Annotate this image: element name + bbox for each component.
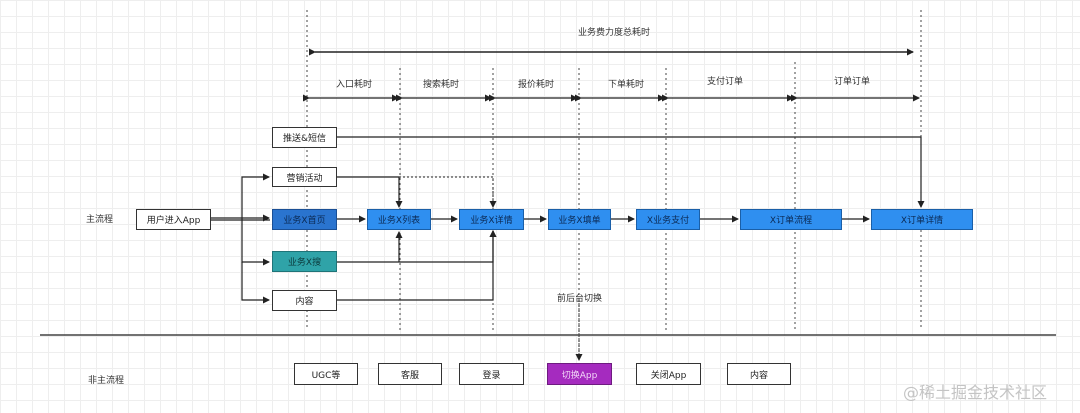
node-push-sms: 推送&短信 (272, 127, 337, 148)
node-biz-x-detail: 业务X详情 (459, 209, 524, 230)
phase-label-pay: 支付订单 (707, 77, 744, 87)
node-biz-x-list: 业务X列表 (367, 209, 431, 230)
switch-label: 前后台切换 (557, 294, 603, 304)
node-ugc: UGC等 (294, 363, 358, 385)
node-customer-service: 客服 (378, 363, 442, 385)
phase-label-order: 下单耗时 (608, 80, 645, 90)
node-close-app: 关闭App (636, 363, 701, 385)
phase-label-search: 搜索耗时 (423, 80, 460, 90)
node-login: 登录 (459, 363, 524, 385)
node-switch-app: 切换App (547, 363, 612, 385)
node-biz-x-fill: 业务X填单 (548, 209, 611, 230)
lane-label-non-main: 非主流程 (88, 376, 125, 386)
node-biz-x-home: 业务X首页 (272, 209, 337, 230)
phase-label-entry: 入口耗时 (336, 80, 373, 90)
node-x-order-flow: X订单流程 (740, 209, 842, 230)
node-content-main: 内容 (272, 290, 337, 311)
lane-label-main: 主流程 (86, 215, 114, 225)
overall-time-label: 业务费力度总耗时 (578, 28, 651, 38)
node-biz-x-search: 业务X搜 (272, 251, 337, 272)
node-marketing: 营销活动 (272, 167, 337, 187)
phase-label-order2: 订单订单 (834, 77, 871, 87)
node-content-bottom: 内容 (727, 363, 791, 385)
node-x-pay: X业务支付 (636, 209, 700, 230)
node-x-order-detail: X订单详情 (871, 209, 973, 230)
phase-label-quote: 报价耗时 (518, 80, 555, 90)
node-user-entry: 用户进入App (136, 209, 211, 230)
watermark: @稀土掘金技术社区 (903, 383, 1048, 402)
